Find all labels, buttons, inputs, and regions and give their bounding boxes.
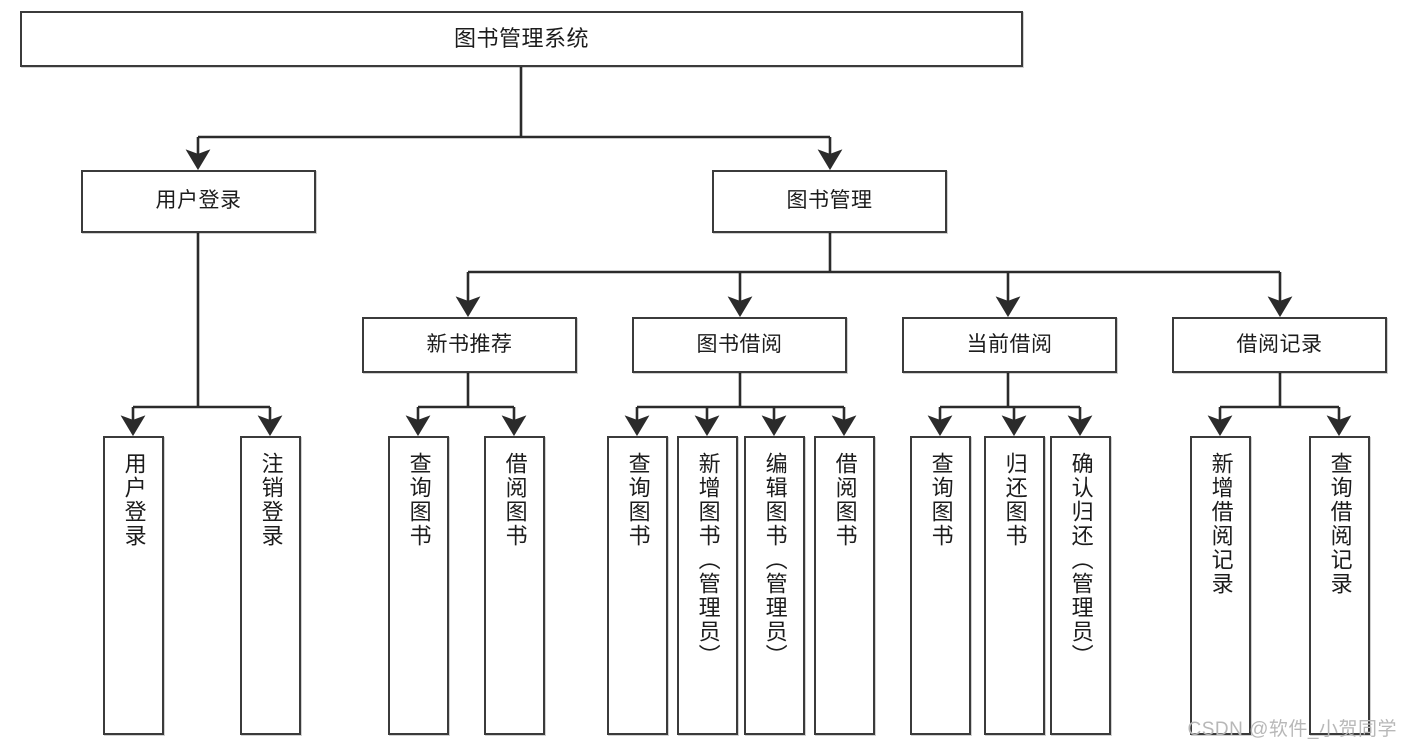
node-leaf-query-book-2-label: 查询图书 xyxy=(625,452,651,548)
node-leaf-add-record[interactable]: 新增借阅记录 xyxy=(1190,436,1251,735)
node-leaf-user-logout-label: 注销登录 xyxy=(258,452,284,548)
node-root-label: 图书管理系统 xyxy=(453,26,589,52)
node-user-login[interactable]: 用户登录 xyxy=(81,170,316,233)
node-leaf-borrow-book-2[interactable]: 借阅图书 xyxy=(814,436,875,735)
node-borrow-record[interactable]: 借阅记录 xyxy=(1172,317,1387,373)
node-leaf-add-book-label: 新增图书（管理员） xyxy=(695,452,721,668)
node-book-borrow-label: 图书借阅 xyxy=(696,332,783,356)
node-borrow-record-label: 借阅记录 xyxy=(1236,332,1323,356)
node-leaf-return-book[interactable]: 归还图书 xyxy=(984,436,1045,735)
node-user-login-label: 用户登录 xyxy=(155,189,242,213)
node-leaf-confirm-return-label: 确认归还（管理员） xyxy=(1068,452,1094,668)
node-leaf-query-book-1[interactable]: 查询图书 xyxy=(388,436,449,735)
node-leaf-borrow-book-1-label: 借阅图书 xyxy=(502,452,528,548)
node-leaf-query-record[interactable]: 查询借阅记录 xyxy=(1309,436,1370,735)
node-leaf-query-book-1-label: 查询图书 xyxy=(406,452,432,548)
node-new-book-recommend-label: 新书推荐 xyxy=(426,332,513,356)
node-leaf-add-record-label: 新增借阅记录 xyxy=(1208,452,1234,596)
watermark-text: CSDN @软件_小贺同学 xyxy=(1187,719,1397,740)
node-book-borrow[interactable]: 图书借阅 xyxy=(632,317,847,373)
node-leaf-edit-book[interactable]: 编辑图书（管理员） xyxy=(744,436,805,735)
node-new-book-recommend[interactable]: 新书推荐 xyxy=(362,317,577,373)
node-leaf-edit-book-label: 编辑图书（管理员） xyxy=(762,452,788,668)
node-leaf-query-record-label: 查询借阅记录 xyxy=(1327,452,1353,596)
node-leaf-query-book-2[interactable]: 查询图书 xyxy=(607,436,668,735)
node-leaf-query-book-3[interactable]: 查询图书 xyxy=(910,436,971,735)
node-leaf-user-login[interactable]: 用户登录 xyxy=(103,436,164,735)
node-leaf-return-book-label: 归还图书 xyxy=(1002,452,1028,548)
node-leaf-confirm-return[interactable]: 确认归还（管理员） xyxy=(1050,436,1111,735)
node-leaf-user-logout[interactable]: 注销登录 xyxy=(240,436,301,735)
node-leaf-add-book[interactable]: 新增图书（管理员） xyxy=(677,436,738,735)
node-root[interactable]: 图书管理系统 xyxy=(20,11,1023,67)
node-book-manage-label: 图书管理 xyxy=(786,189,873,213)
node-leaf-borrow-book-2-label: 借阅图书 xyxy=(832,452,858,548)
node-leaf-query-book-3-label: 查询图书 xyxy=(928,452,954,548)
node-leaf-user-login-label: 用户登录 xyxy=(121,452,147,548)
node-current-borrow[interactable]: 当前借阅 xyxy=(902,317,1117,373)
node-book-manage[interactable]: 图书管理 xyxy=(712,170,947,233)
node-leaf-borrow-book-1[interactable]: 借阅图书 xyxy=(484,436,545,735)
node-current-borrow-label: 当前借阅 xyxy=(966,332,1053,356)
